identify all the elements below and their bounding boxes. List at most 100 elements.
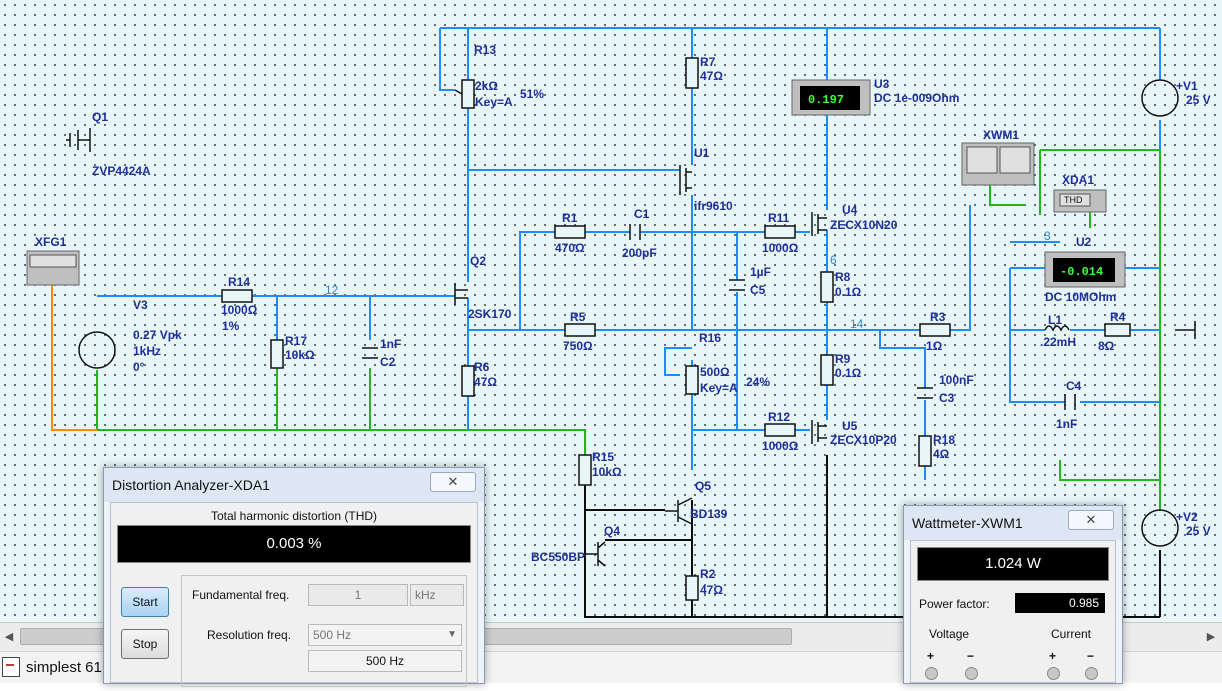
svg-text:R15: R15 <box>592 450 614 464</box>
svg-text:R3: R3 <box>930 310 946 324</box>
svg-text:R9: R9 <box>835 352 851 366</box>
l1-inductor[interactable]: L1 .22mH <box>1040 313 1076 349</box>
svg-text:XFG1: XFG1 <box>35 235 67 249</box>
u2-meter[interactable]: U2 -0.014 DC 10MOhm <box>1044 235 1126 304</box>
svg-text:XWM1: XWM1 <box>983 128 1019 142</box>
u5-mosfet[interactable]: U5 ZECX10P20 <box>811 419 897 447</box>
svg-text:R8: R8 <box>835 270 851 284</box>
fundamental-freq-input[interactable]: 1 <box>308 584 408 606</box>
q4-bjt[interactable]: Q4 BC550BP <box>531 524 620 567</box>
wattmeter-window[interactable]: Wattmeter-XWM1 ✕ 1.024 W Power factor: 0… <box>903 505 1123 684</box>
schematic-canvas[interactable]: Q1 ZVP4424A R13 2kΩ Key=A 51% R7 47Ω U1 … <box>0 0 1222 622</box>
u1-mosfet[interactable]: U1 ifr9610 <box>679 146 733 213</box>
voltage-plus-terminal-icon[interactable] <box>925 667 938 680</box>
q1-mosfet[interactable]: Q1 ZVP4424A <box>66 110 151 178</box>
voltage-minus-label: − <box>967 649 975 663</box>
svg-text:470Ω: 470Ω <box>555 241 585 255</box>
svg-text:C3: C3 <box>939 391 955 405</box>
svg-text:ZECX10N20: ZECX10N20 <box>830 218 898 232</box>
svg-text:R16: R16 <box>699 331 721 345</box>
resolution-freq-select[interactable]: 500 Hz ▼ <box>308 624 462 646</box>
circuit-schematic[interactable]: Q1 ZVP4424A R13 2kΩ Key=A 51% R7 47Ω U1 … <box>0 0 1222 622</box>
chevron-down-icon[interactable]: ▼ <box>447 629 457 640</box>
fundamental-freq-unit[interactable]: kHz <box>410 584 464 606</box>
r9-resistor[interactable]: R9 0.1Ω <box>820 352 862 386</box>
resolution-freq-label: Resolution freq. <box>207 628 292 642</box>
distortion-analyzer-titlebar[interactable]: Distortion Analyzer-XDA1 ✕ <box>104 468 484 502</box>
svg-text:ZVP4424A: ZVP4424A <box>92 164 151 178</box>
u3-meter[interactable]: 0.197 U3 DC 1e-009Ohm <box>791 77 959 116</box>
c2-capacitor[interactable]: 1nF C2 <box>362 337 401 369</box>
start-button[interactable]: Start <box>121 587 169 617</box>
xwm1-wattmeter-symbol[interactable]: XWM1 <box>961 128 1035 186</box>
c4-capacitor[interactable]: C4 1nF <box>1056 379 1082 431</box>
voltage-minus-terminal-icon[interactable] <box>965 667 978 680</box>
svg-text:R4: R4 <box>1110 310 1126 324</box>
r13-potentiometer[interactable]: R13 2kΩ Key=A 51% <box>454 43 544 109</box>
v1-source[interactable]: +V1 25 V <box>1141 79 1211 117</box>
svg-text:R14: R14 <box>228 275 250 289</box>
svg-text:0.1Ω: 0.1Ω <box>835 285 862 299</box>
r15-resistor[interactable]: R15 10kΩ <box>578 450 622 486</box>
svg-text:DC 10MOhm: DC 10MOhm <box>1045 290 1116 304</box>
r6-resistor[interactable]: R6 47Ω <box>461 360 497 397</box>
distortion-analyzer-title: Distortion Analyzer-XDA1 <box>112 477 270 493</box>
xfg1-function-generator[interactable]: XFG1 <box>26 235 80 286</box>
r8-resistor[interactable]: R8 0.1Ω <box>820 270 862 303</box>
svg-text:10kΩ: 10kΩ <box>285 348 315 362</box>
svg-text:BD139: BD139 <box>690 507 728 521</box>
r2-resistor[interactable]: R2 47Ω <box>685 567 723 601</box>
r12-resistor[interactable]: R12 1000Ω <box>762 410 799 453</box>
u4-mosfet[interactable]: U4 ZECX10N20 <box>811 203 898 236</box>
xda1-analyzer-symbol[interactable]: XDA1 THD <box>1053 173 1107 213</box>
document-tab[interactable]: simplest 61 <box>2 656 102 678</box>
power-display: 1.024 W <box>917 547 1109 581</box>
net-label-6: 6 <box>830 253 837 267</box>
svg-text:+V1: +V1 <box>1176 79 1198 93</box>
close-icon[interactable]: ✕ <box>1068 510 1114 530</box>
r18-resistor[interactable]: R18 4Ω <box>918 433 955 467</box>
control-buttons: Start Stop <box>117 575 175 691</box>
scroll-right-arrow-icon[interactable]: ▶ <box>1206 631 1216 643</box>
r16-potentiometer[interactable]: R16 500Ω Key=A 24% <box>685 331 770 395</box>
v3-ac-source[interactable]: V3 0.27 Vpk 1kHz 0° <box>78 298 182 374</box>
distortion-analyzer-window[interactable]: Distortion Analyzer-XDA1 ✕ Total harmoni… <box>103 467 485 687</box>
r11-resistor[interactable]: R11 1000Ω <box>762 211 799 255</box>
c5-capacitor[interactable]: 1µF C5 <box>729 265 771 297</box>
svg-text:Q2: Q2 <box>470 254 486 268</box>
r7-resistor[interactable]: R7 47Ω <box>685 55 723 89</box>
close-icon[interactable]: ✕ <box>430 472 476 492</box>
r3-resistor[interactable]: R3 1Ω <box>919 310 951 353</box>
c1-capacitor[interactable]: C1 200pF <box>622 207 657 260</box>
c3-capacitor[interactable]: 100nF C3 <box>917 373 974 405</box>
svg-text:500Ω: 500Ω <box>700 365 730 379</box>
r5-resistor[interactable]: R5 750Ω <box>563 310 596 353</box>
svg-text:25 V: 25 V <box>1186 93 1211 107</box>
svg-text:0.197: 0.197 <box>808 93 844 107</box>
svg-text:R7: R7 <box>700 55 716 69</box>
r14-resistor[interactable]: R14 1000Ω 1% <box>221 275 258 333</box>
current-plus-terminal-icon[interactable] <box>1047 667 1060 680</box>
r4-resistor[interactable]: R4 8Ω <box>1098 310 1131 353</box>
resolution-freq-readout: 500 Hz <box>308 650 462 672</box>
svg-text:1000Ω: 1000Ω <box>221 303 258 317</box>
scroll-left-arrow-icon[interactable]: ◀ <box>4 631 14 643</box>
q2-jfet[interactable]: Q2 2SK170 <box>454 254 512 321</box>
svg-text:U2: U2 <box>1076 235 1092 249</box>
svg-text:2kΩ: 2kΩ <box>475 79 498 93</box>
settings-panel: Fundamental freq. 1 kHz Resolution freq.… <box>181 575 467 687</box>
wattmeter-titlebar[interactable]: Wattmeter-XWM1 ✕ <box>904 506 1122 540</box>
r17-resistor[interactable]: R17 10kΩ <box>270 334 315 369</box>
svg-text:0.1Ω: 0.1Ω <box>835 366 862 380</box>
svg-text:47Ω: 47Ω <box>700 583 723 597</box>
ground-terminal <box>1175 321 1196 339</box>
svg-text:R13: R13 <box>474 43 496 57</box>
schematic-file-icon <box>2 657 20 677</box>
current-minus-terminal-icon[interactable] <box>1085 667 1098 680</box>
r1-resistor[interactable]: R1 470Ω <box>554 211 586 255</box>
stop-button[interactable]: Stop <box>121 629 169 659</box>
v2-source[interactable]: +V2 25 V <box>1141 509 1211 547</box>
svg-text:4Ω: 4Ω <box>933 447 950 461</box>
q5-bjt[interactable]: Q5 BD139 <box>665 479 728 525</box>
wattmeter-body: 1.024 W Power factor: 0.985 Voltage Curr… <box>910 540 1116 683</box>
